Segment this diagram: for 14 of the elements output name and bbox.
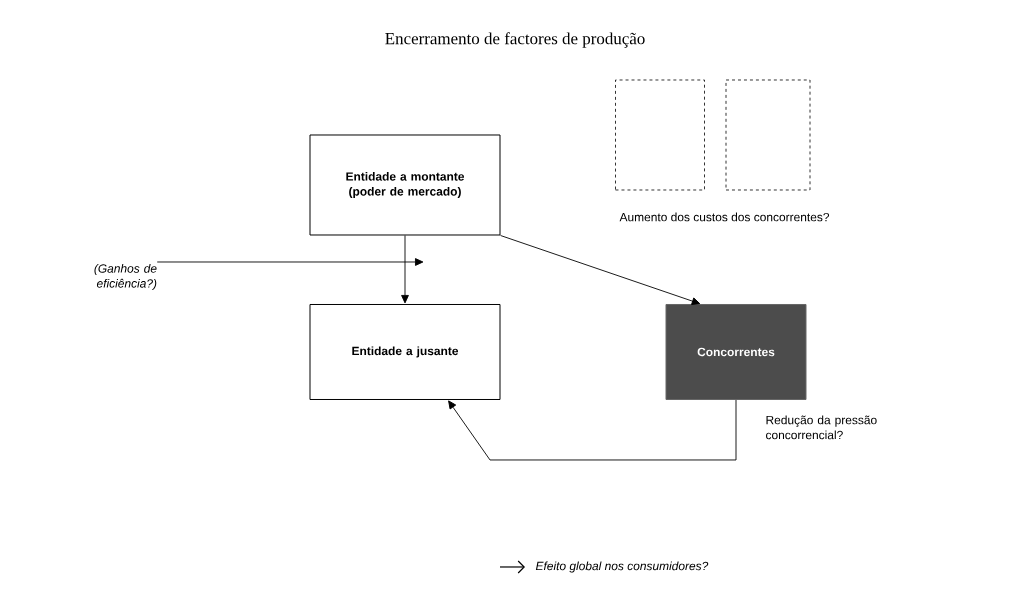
arrow bbox=[156, 258, 424, 266]
arrow bbox=[401, 235, 409, 304]
entity-box: Entidade a montante (poder de mercado) bbox=[309, 134, 501, 236]
arrow bbox=[500, 235, 701, 305]
entity-box: Entidade a jusante bbox=[309, 304, 501, 400]
side-note: Redução da pressão concorrencial? bbox=[766, 415, 877, 440]
annotation: Aumento dos custos dos concorrentes? bbox=[619, 212, 830, 222]
note-text: (Ganhos de eficiência?) bbox=[94, 263, 157, 290]
title: Encerramento de factores de produção bbox=[385, 32, 645, 48]
empty-dashed-box bbox=[615, 79, 705, 191]
arrow bbox=[448, 399, 737, 461]
empty-dashed-box bbox=[725, 79, 811, 191]
competitor-box: Concorrentes bbox=[665, 304, 807, 400]
legend-text: Efeito global nos consumidores? bbox=[535, 561, 709, 573]
